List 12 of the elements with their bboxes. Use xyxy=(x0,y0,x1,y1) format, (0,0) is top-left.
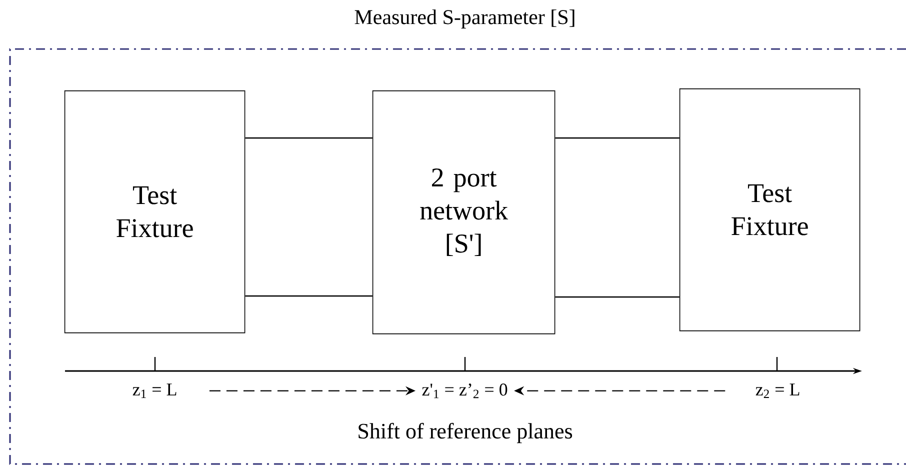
position-label: z$_{2}$ = L xyxy=(756,384,800,398)
connecting-line xyxy=(245,295,372,297)
connecting-line xyxy=(555,137,680,139)
connecting-line xyxy=(245,137,372,139)
frame-title: Measured S-parameter [S] xyxy=(354,9,574,29)
position-label: z'$_{1}$ = z’$_{2}$ = 0 xyxy=(422,384,508,398)
connecting-line xyxy=(555,296,680,298)
block-box: Test Fixture xyxy=(64,90,246,334)
axis-caption: Shift of reference planes xyxy=(358,422,572,444)
block-box: 2 port network [S'] xyxy=(372,90,556,334)
block-box: Test Fixture xyxy=(679,88,860,332)
position-label: z$_{1}$ = L xyxy=(132,384,176,398)
